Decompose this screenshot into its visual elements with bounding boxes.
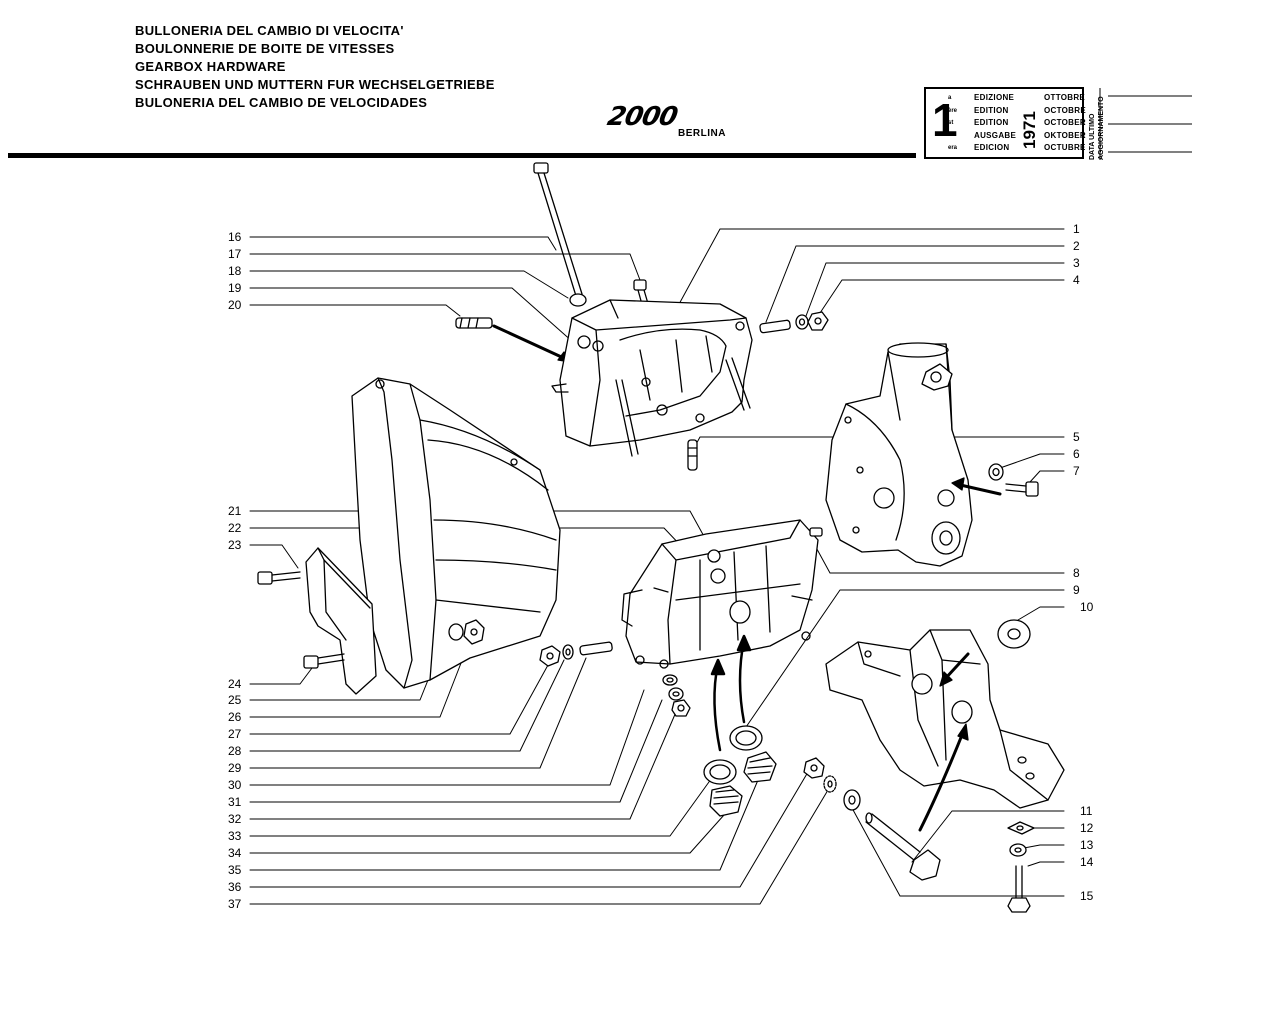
callout-number: 26	[228, 710, 242, 724]
callout-number: 7	[1073, 464, 1080, 478]
callout-number: 17	[228, 247, 242, 261]
plug-34	[709, 785, 743, 817]
callout-number: 15	[1080, 889, 1094, 903]
washer-10	[997, 619, 1031, 649]
washer-15	[843, 789, 861, 811]
bracket	[257, 547, 377, 695]
callout-number: 11	[1080, 804, 1093, 818]
callout-number: 29	[228, 761, 242, 775]
callout-number: 31	[228, 795, 242, 809]
nut-4	[807, 311, 829, 331]
edition-label: EDITION	[974, 106, 1009, 115]
washer-28	[562, 644, 574, 660]
edition-number: 1	[932, 94, 958, 146]
callout-number: 9	[1073, 583, 1080, 597]
stud-29	[579, 641, 613, 656]
edition-label: EDICION	[974, 143, 1010, 152]
callout-number: 20	[228, 298, 242, 312]
callout-number: 32	[228, 812, 242, 826]
bolt-7	[1005, 481, 1039, 497]
callout-number: 6	[1073, 447, 1080, 461]
plug-arrows	[710, 634, 752, 752]
model-badge: 2000 BERLINA	[605, 102, 726, 139]
callout-number: 30	[228, 778, 242, 792]
callout-number: 33	[228, 829, 242, 843]
upper-housing	[551, 299, 753, 457]
header-rule	[8, 153, 916, 158]
callout-number: 16	[228, 230, 242, 244]
bolt-14	[1007, 865, 1031, 913]
edition-sup: era	[948, 145, 958, 151]
title-french: BOULONNERIE DE BOITE DE VITESSES	[135, 41, 395, 56]
edition-label: AUSGABE	[974, 131, 1017, 140]
title-german: SCHRAUBEN UND MUTTERN FUR WECHSELGETRIEB…	[135, 77, 495, 92]
edition-label: EDIZIONE	[974, 93, 1015, 102]
edition-lines	[1099, 88, 1192, 160]
title-spanish: BULONERIA DEL CAMBIO DE VELOCIDADES	[135, 95, 428, 110]
stud-2	[759, 319, 791, 334]
edition-month: OCTUBRE	[1044, 143, 1086, 152]
edition-month: OTTOBRE	[1044, 93, 1086, 102]
callout-number: 35	[228, 863, 242, 877]
bell-housing	[351, 377, 561, 689]
callout-number: 10	[1080, 600, 1094, 614]
washer-30	[662, 674, 678, 686]
callout-number: 1	[1073, 222, 1080, 236]
callout-number: 2	[1073, 239, 1080, 253]
title-italian: BULLONERIA DEL CAMBIO DI VELOCITA'	[135, 23, 404, 38]
callout-number: 14	[1080, 855, 1094, 869]
bolt-11	[865, 812, 941, 881]
plug-35	[743, 751, 777, 783]
callout-number: 37	[228, 897, 242, 911]
callout-number: 8	[1073, 566, 1080, 580]
title-english: GEARBOX HARDWARE	[135, 59, 286, 74]
callout-number: 4	[1073, 273, 1080, 287]
long-bolt-16	[533, 162, 587, 307]
gasket-33	[703, 759, 737, 785]
washer-6	[988, 463, 1004, 481]
callout-number: 24	[228, 677, 242, 691]
callout-number: 3	[1073, 256, 1080, 270]
gasket-9	[729, 725, 763, 751]
washer-12	[1007, 821, 1035, 835]
edition-sup: a	[948, 95, 952, 101]
washer-13	[1009, 843, 1027, 857]
nut-32	[671, 699, 691, 717]
nut-27	[539, 645, 561, 667]
callout-number: 34	[228, 846, 242, 860]
callout-number: 23	[228, 538, 242, 552]
washer-3	[795, 314, 809, 330]
stud-5	[687, 439, 698, 471]
washer-31	[668, 687, 684, 701]
model-subtitle: BERLINA	[678, 128, 726, 139]
header-titles: BULLONERIA DEL CAMBIO DI VELOCITA' BOULO…	[135, 22, 495, 112]
callout-number: 28	[228, 744, 242, 758]
callout-number: 5	[1073, 430, 1080, 444]
callout-number: 36	[228, 880, 242, 894]
callout-number: 18	[228, 264, 242, 278]
nut-36	[803, 757, 825, 779]
callout-number: 22	[228, 521, 242, 535]
callout-number: 19	[228, 281, 242, 295]
callout-number: 21	[228, 504, 242, 518]
callout-number: 13	[1080, 838, 1094, 852]
rear-cover	[825, 342, 1002, 567]
mount-bracket	[825, 629, 1065, 832]
callout-number: 12	[1080, 821, 1094, 835]
edition-box: 1 a ère st era EDIZIONE EDITION EDITION …	[924, 87, 1086, 159]
edition-month: OKTOBER	[1044, 131, 1086, 140]
edition-month: OCTOBRE	[1044, 106, 1086, 115]
edition-month: OCTOBER	[1044, 118, 1086, 127]
edition-sup: ère	[948, 108, 958, 114]
edition-sup: st	[948, 120, 954, 126]
lower-casing	[621, 519, 823, 669]
callout-number: 25	[228, 693, 242, 707]
edition-label: EDITION	[974, 118, 1009, 127]
callout-number: 27	[228, 727, 242, 741]
lockwasher-37	[823, 775, 837, 793]
